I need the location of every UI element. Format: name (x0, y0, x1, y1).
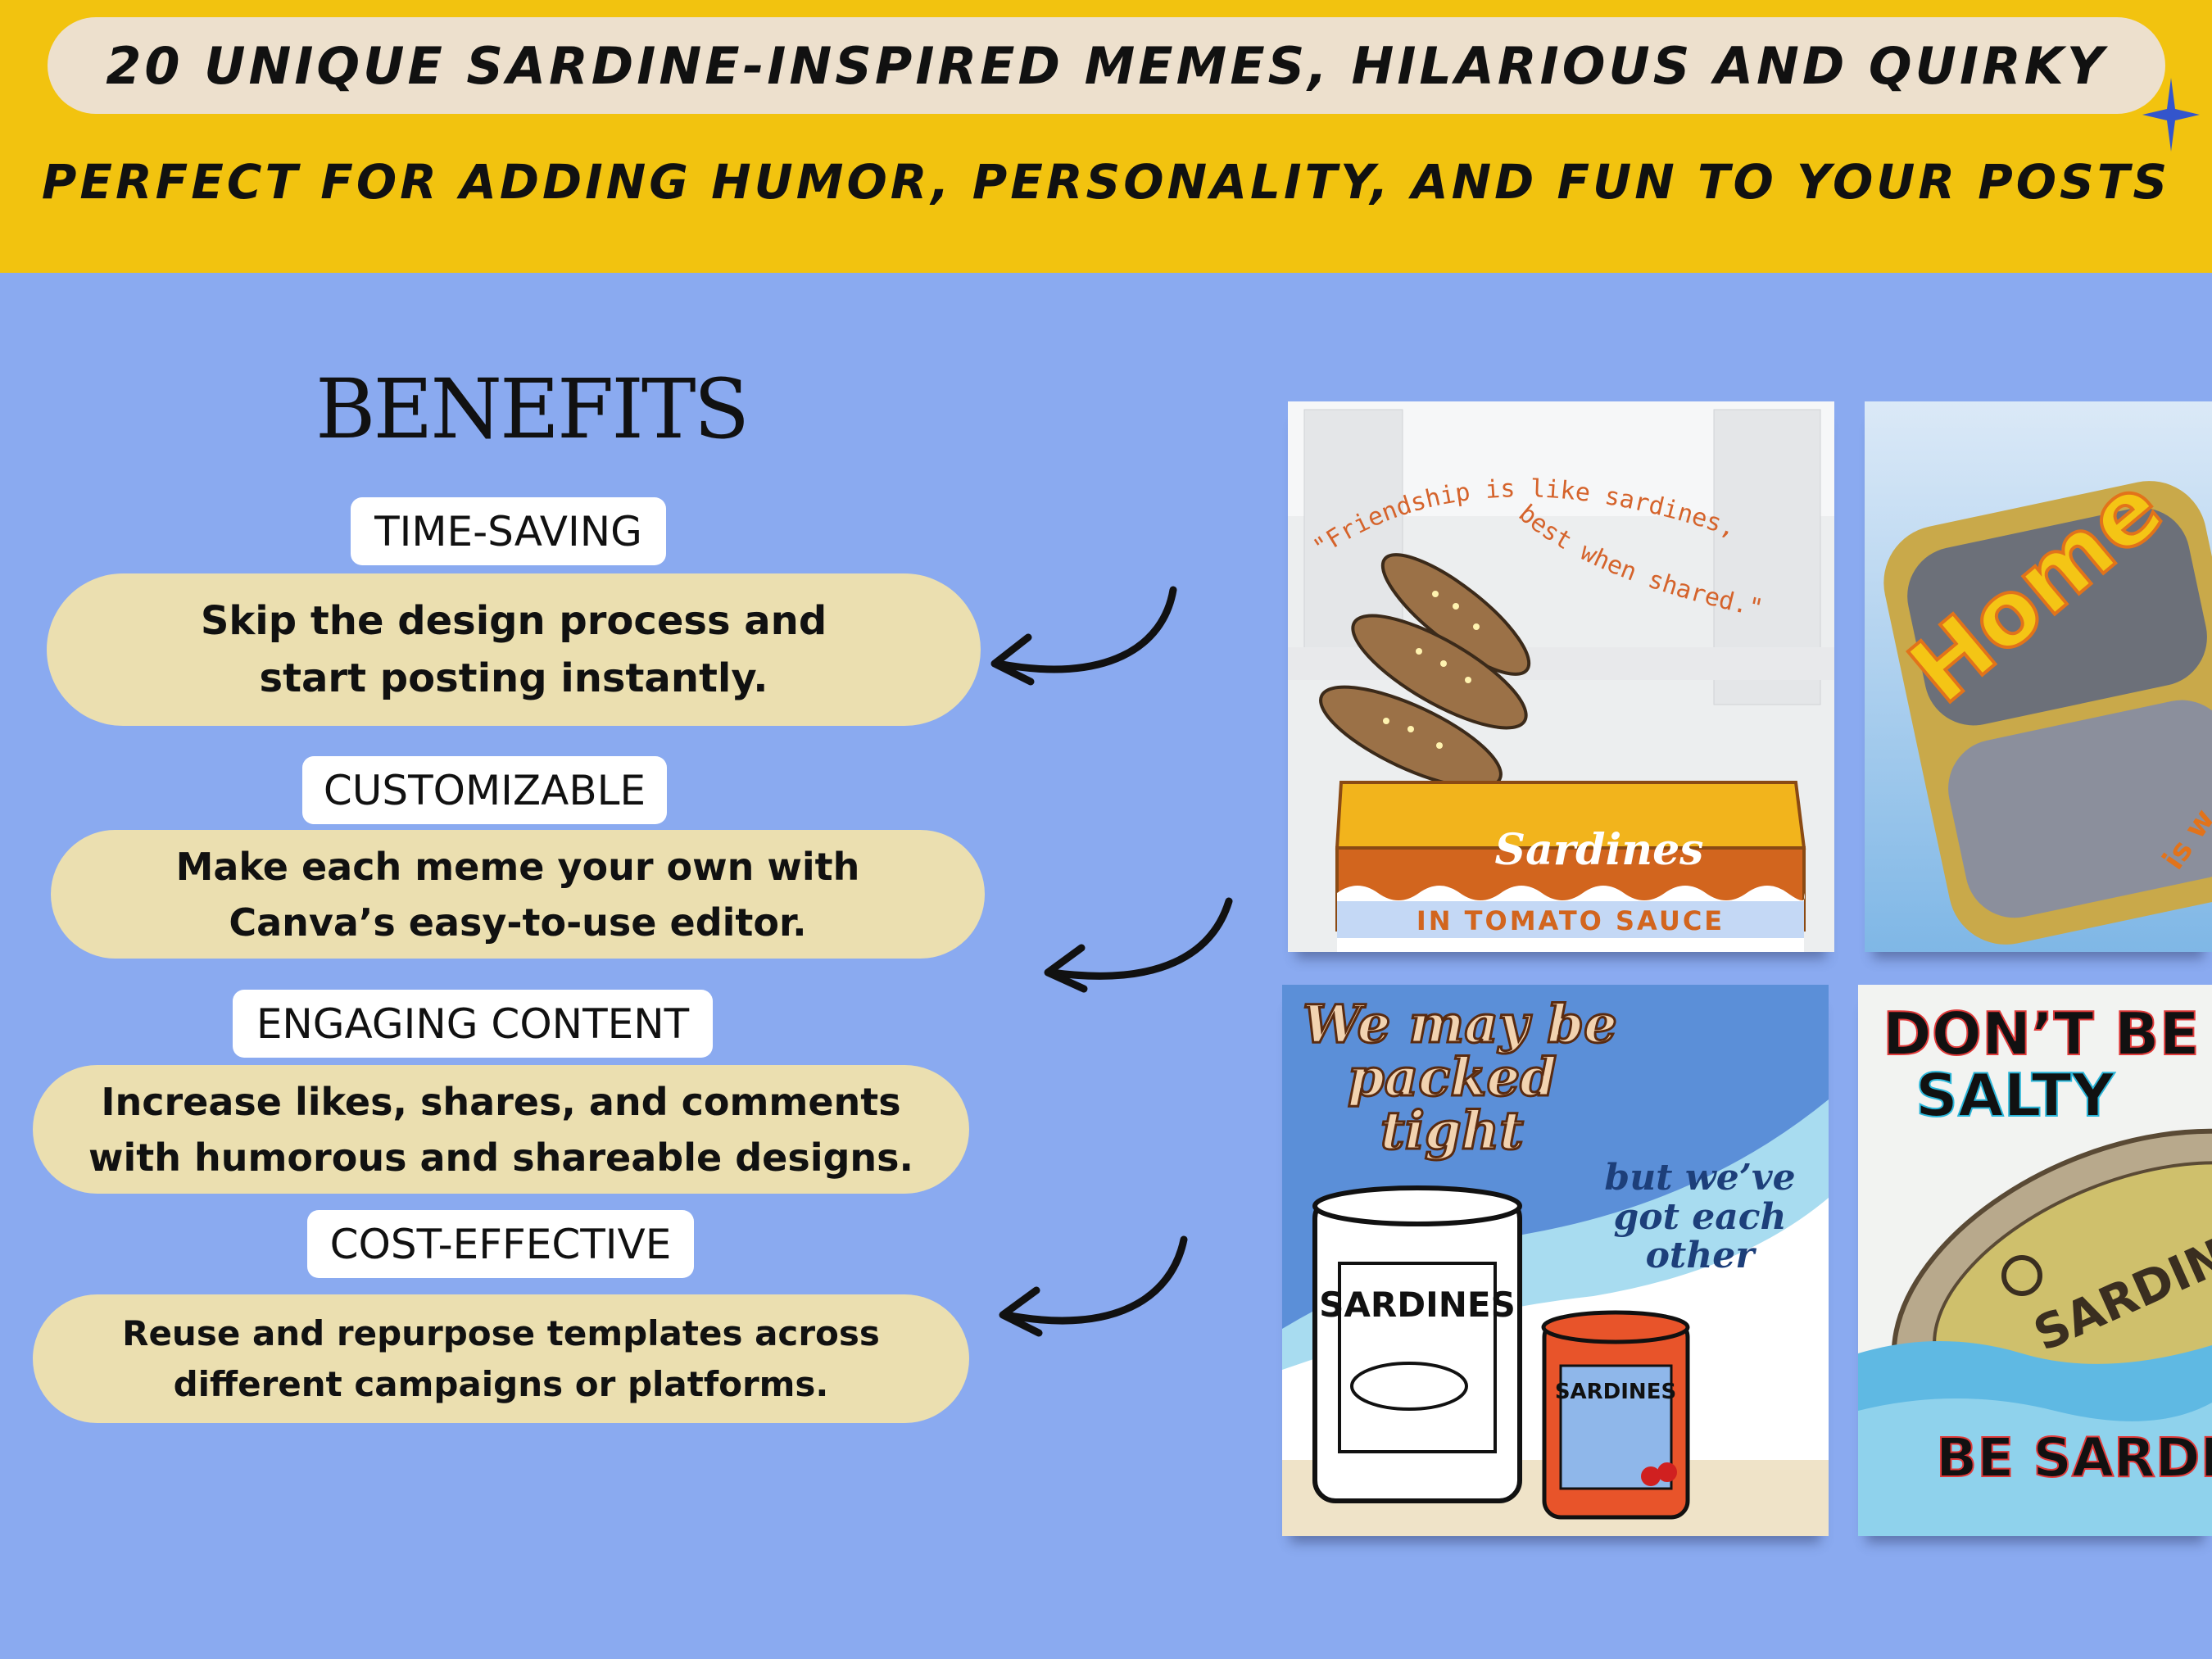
benefits-heading: BENEFITS (315, 361, 750, 457)
friendship-can-sub: IN TOMATO SAUCE (1416, 905, 1725, 936)
packed-line2: packed (1348, 1047, 1557, 1108)
packed-can1-label: SARDINES (1319, 1285, 1516, 1325)
benefit-label-time-saving: TIME-SAVING (351, 497, 666, 565)
sparkle-icon (2142, 78, 2200, 152)
curved-arrow-icon (1044, 897, 1233, 993)
packed-reply2: got each (1613, 1196, 1786, 1238)
benefit-label-engaging-content: ENGAGING CONTENT (233, 990, 713, 1058)
benefit-label-customizable: CUSTOMIZABLE (302, 756, 667, 824)
packed-can2-label: SARDINES (1555, 1380, 1676, 1404)
packed-line1: We may be (1303, 994, 1617, 1055)
meme-packed-tight-preview[interactable]: We may be packed tight but we’ve got eac… (1282, 985, 1829, 1536)
title-pill (48, 17, 2165, 114)
meme-salty-preview[interactable]: DON’T BE SALTY SARDINES BE SARDIN (1858, 985, 2212, 1536)
salty-bottom: BE SARDIN (1936, 1426, 2212, 1489)
page-title: 20 UNIQUE SARDINE-INSPIRED MEMES, HILARI… (106, 35, 2107, 96)
packed-reply3: other (1646, 1235, 1757, 1276)
packed-line3: tight (1380, 1100, 1524, 1162)
benefit-desc-customizable: Make each meme your own with Canva’s eas… (51, 830, 985, 959)
benefit-label-cost-effective: COST-EFFECTIVE (307, 1210, 694, 1278)
meme-friendship-preview[interactable]: "Friendship is like sardines, best when … (1288, 401, 1834, 952)
salty-line1: DON’T BE (1883, 999, 2200, 1068)
curved-arrow-icon (999, 1235, 1188, 1337)
benefit-desc-time-saving: Skip the design process and start postin… (47, 573, 981, 726)
benefit-desc-cost-effective: Reuse and repurpose templates across dif… (33, 1294, 969, 1423)
meme-home-preview[interactable]: Home is w (1865, 401, 2212, 952)
packed-reply1: but we’ve (1604, 1157, 1795, 1199)
salty-line2: SALTY (1915, 1061, 2115, 1130)
curved-arrow-icon (990, 586, 1177, 686)
page-subtitle: PERFECT FOR ADDING HUMOR, PERSONALITY, A… (41, 154, 2171, 210)
friendship-can-label: Sardines (1495, 825, 1704, 875)
benefit-desc-engaging-content: Increase likes, shares, and comments wit… (33, 1065, 969, 1194)
